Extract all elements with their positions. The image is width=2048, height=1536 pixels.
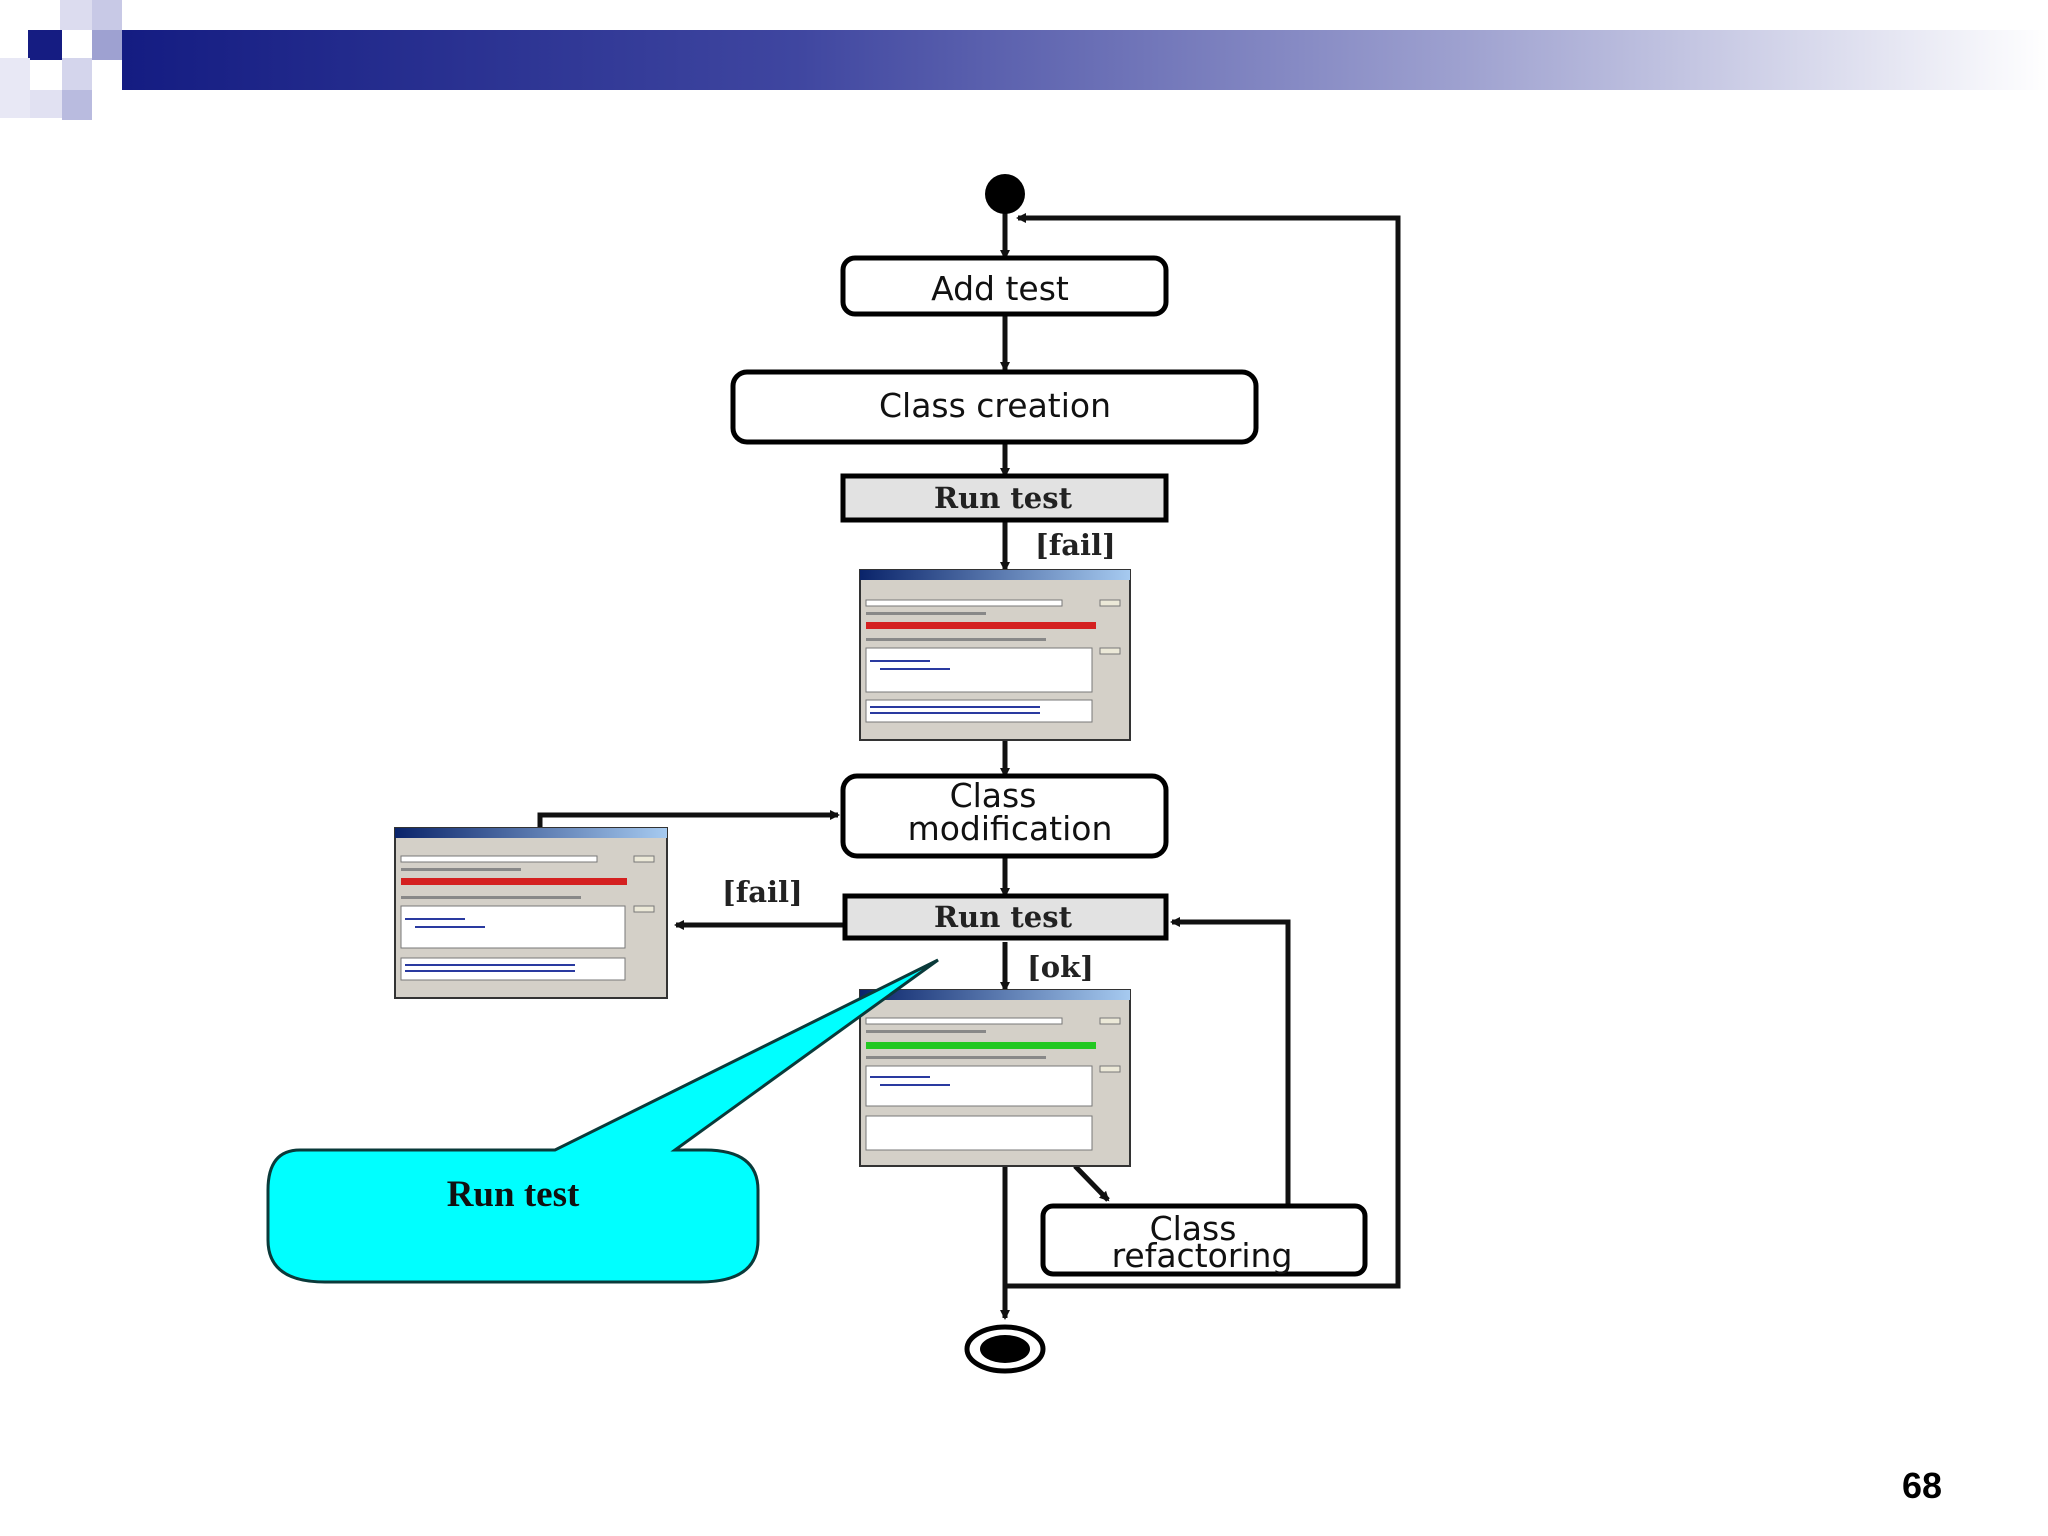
header-square-8	[62, 58, 92, 90]
node-add-test-label: Add test	[931, 269, 1069, 308]
node-run-test-2-label: Run test	[934, 900, 1073, 934]
node-class-modification-label-1: Class	[950, 776, 1037, 815]
edge-left-screenshot-to-class-modification	[537, 810, 840, 828]
screenshot-ok	[859, 989, 1131, 1167]
node-class-refactoring-label-1: Class	[1150, 1209, 1237, 1248]
header-band	[0, 0, 2048, 120]
node-add-test: Add test	[840, 255, 1169, 317]
screenshot-fail-left	[394, 827, 668, 999]
header-square-7	[92, 30, 122, 60]
node-class-refactoring-label-2: refactoring	[1112, 1236, 1293, 1275]
screenshot-fail-center	[859, 569, 1131, 741]
header-square-4	[0, 58, 30, 118]
header-square-5	[30, 90, 62, 118]
guard-ok: [ok]	[1027, 950, 1094, 984]
edge-class-refactoring-to-run-test	[1170, 917, 1291, 1206]
header-square-2	[60, 0, 92, 30]
callout-run-test: Run test	[266, 958, 939, 1284]
node-class-modification: Class modification	[840, 773, 1169, 859]
guard-fail-2: [fail]	[722, 875, 803, 909]
final-node	[964, 1324, 1046, 1374]
node-class-creation-label: Class creation	[879, 386, 1111, 425]
node-run-test-1: Run test	[840, 473, 1169, 523]
edge-loop-back-to-start	[1005, 213, 1401, 1289]
header-square-6	[62, 90, 92, 120]
node-class-creation: Class creation	[730, 369, 1259, 445]
header-square-3	[92, 0, 122, 30]
page-number: 68	[1902, 1465, 1942, 1506]
node-run-test-2: Run test	[842, 893, 1169, 941]
header-square-1	[28, 30, 62, 60]
node-class-refactoring: Class refactoring	[1040, 1203, 1368, 1277]
initial-node	[985, 174, 1025, 214]
node-class-modification-label-2: modification	[908, 809, 1113, 848]
flow-edges	[537, 200, 1401, 1320]
edge-screenshot-to-class-refactoring	[1073, 1164, 1110, 1202]
node-run-test-1-label: Run test	[934, 481, 1073, 515]
callout-label: Run test	[447, 1174, 580, 1215]
guard-fail-1: [fail]	[1035, 528, 1116, 562]
